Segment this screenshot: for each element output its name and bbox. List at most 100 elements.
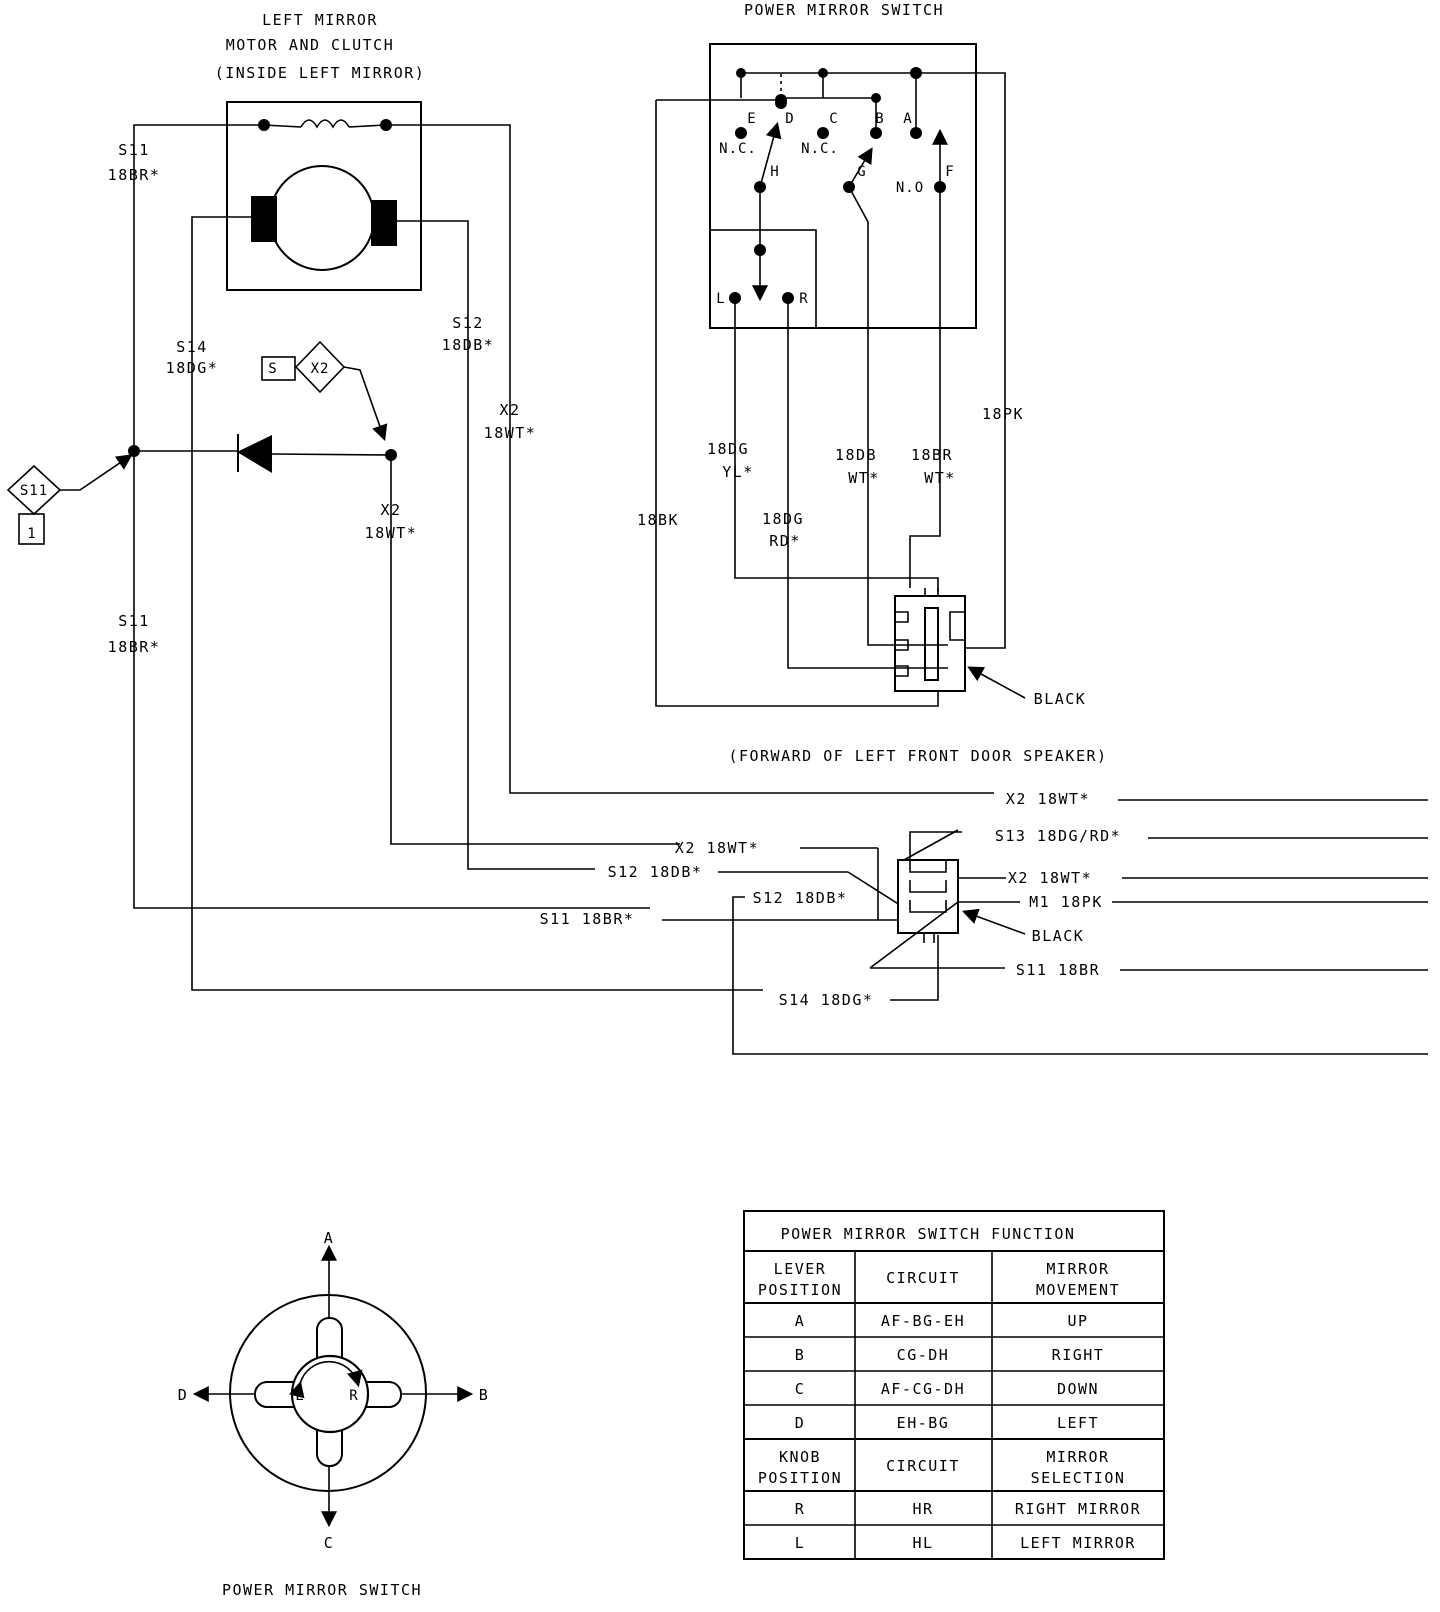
direction-label: C [324, 1534, 335, 1552]
wire-label: S12 18DB* [608, 863, 703, 881]
mirror-motor-assembly: LEFT MIRROR MOTOR AND CLUTCH (INSIDE LEF… [215, 11, 426, 291]
wire-label: RD* [769, 532, 801, 550]
svg-text:G: G [857, 164, 866, 180]
motor-icon [269, 165, 375, 271]
svg-text:D: D [785, 111, 794, 127]
table-cell: LEFT MIRROR [1020, 1534, 1136, 1552]
table-cell: UP [1067, 1312, 1088, 1330]
clutch-coil-icon [300, 119, 350, 129]
left-wiring: S11 18BR* S11 18BR* S14 18DG* S12 18DB* … [6, 124, 994, 991]
wire-label: X2 18WT* [1008, 869, 1092, 887]
table-cell: L [795, 1534, 806, 1552]
splice-label: 1 [27, 526, 36, 542]
wire-label: S14 18DG* [779, 991, 874, 1009]
function-table: POWER MIRROR SWITCH FUNCTION LEVER POSITI… [743, 1210, 1165, 1560]
switch-diagram: A B C D L R POWER MIRROR SWITCH [178, 1229, 490, 1599]
svg-text:F: F [945, 164, 954, 180]
table-cell: CG-DH [897, 1346, 950, 1364]
wire-label: 18DB* [442, 336, 495, 354]
wire-label: YL* [722, 463, 754, 481]
svg-text:H: H [770, 164, 779, 180]
wire-label: S11 18BR* [540, 910, 635, 928]
splice-label: S [268, 361, 277, 377]
wire-label: S12 [452, 314, 484, 332]
table-header-cell: SELECTION [1031, 1469, 1126, 1487]
wire-label: 18WT* [484, 424, 537, 442]
table-cell: AF-BG-EH [881, 1312, 965, 1330]
splice-label: S11 [20, 483, 48, 499]
table-header-cell: POSITION [758, 1469, 842, 1487]
svg-text:A: A [903, 111, 912, 127]
wire-label: 18DG* [166, 359, 219, 377]
table-header-cell: CIRCUIT [886, 1269, 960, 1287]
wire-label: X2 18WT* [675, 839, 759, 857]
wire-label: 18BR* [108, 638, 161, 656]
wire-label: S13 18DG/RD* [995, 827, 1121, 845]
wire-label: S11 18BR [1016, 961, 1100, 979]
wire-label: 18DG [707, 440, 749, 458]
wire-label: X2 18WT* [1006, 790, 1090, 808]
switch-housing [709, 43, 977, 329]
table-header-cell: CIRCUIT [886, 1457, 960, 1475]
wire-label: 18BK [637, 511, 679, 529]
switch-schematic: POWER MIRROR SWITCH [637, 1, 1107, 765]
svg-text:N.C.: N.C. [719, 141, 757, 157]
svg-text:R: R [799, 291, 808, 307]
wire-label: X2 [380, 501, 401, 519]
table-cell: A [795, 1312, 806, 1330]
direction-label: D [178, 1386, 189, 1404]
table-header-cell: POSITION [758, 1281, 842, 1299]
table-cell: HL [912, 1534, 933, 1552]
svg-text:N.C.: N.C. [801, 141, 839, 157]
wire-label: S12 18DB* [753, 889, 848, 907]
table-cell: C [795, 1380, 806, 1398]
connector-color-label: BLACK [1032, 927, 1085, 945]
table-cell: D [795, 1414, 806, 1432]
table-cell: DOWN [1057, 1380, 1099, 1398]
direction-label: A [324, 1229, 335, 1247]
table-cell: B [795, 1346, 806, 1364]
table-cell: AF-CG-DH [881, 1380, 965, 1398]
wire-label: X2 [499, 401, 520, 419]
svg-text:N.O: N.O [896, 180, 924, 196]
motor-title-2: MOTOR AND CLUTCH [226, 36, 395, 54]
svg-text:L: L [716, 291, 725, 307]
wire-label: S14 [176, 338, 208, 356]
motor-title-3: (INSIDE LEFT MIRROR) [215, 64, 426, 82]
switch-connector [894, 588, 966, 692]
table-title: POWER MIRROR SWITCH FUNCTION [781, 1225, 1076, 1243]
table-cell: RIGHT MIRROR [1015, 1500, 1141, 1518]
wire-label: 18PK [982, 405, 1024, 423]
table-header-cell: MIRROR [1046, 1448, 1109, 1466]
table-cell: RIGHT [1052, 1346, 1105, 1364]
wire-label: 18DG [762, 510, 804, 528]
location-note: (FORWARD OF LEFT FRONT DOOR SPEAKER) [728, 747, 1107, 765]
connector-color-label: BLACK [1034, 690, 1087, 708]
splice-label: X2 [311, 361, 330, 377]
direction-label: B [479, 1386, 490, 1404]
wire-label: S11 [118, 141, 150, 159]
svg-text:E: E [747, 111, 756, 127]
table-cell: EH-BG [897, 1414, 950, 1432]
wire-label: S11 [118, 612, 150, 630]
lower-connector: X2 18WT* X2 18WT* S12 18DB* S11 18BR* S1… [540, 790, 1428, 1055]
svg-text:B: B [875, 111, 884, 127]
knob-label: R [349, 1388, 358, 1404]
wire-label: M1 18PK [1029, 893, 1103, 911]
switch-caption: POWER MIRROR SWITCH [222, 1581, 422, 1599]
wire-label: 18WT* [365, 524, 418, 542]
table-cell: HR [912, 1500, 933, 1518]
wire-label: WT* [924, 469, 956, 487]
wire-label: 18BR* [108, 166, 161, 184]
wire-label: 18DB [835, 446, 877, 464]
splice-x2-icon [294, 340, 346, 394]
diode-icon [237, 435, 272, 473]
table-cell: R [795, 1500, 806, 1518]
table-header-cell: LEVER [774, 1260, 827, 1278]
table-cell: LEFT [1057, 1414, 1099, 1432]
switch-title: POWER MIRROR SWITCH [744, 1, 944, 19]
table-header-cell: MIRROR [1046, 1260, 1109, 1278]
wire-label: WT* [848, 469, 880, 487]
table-header-cell: KNOB [779, 1448, 821, 1466]
